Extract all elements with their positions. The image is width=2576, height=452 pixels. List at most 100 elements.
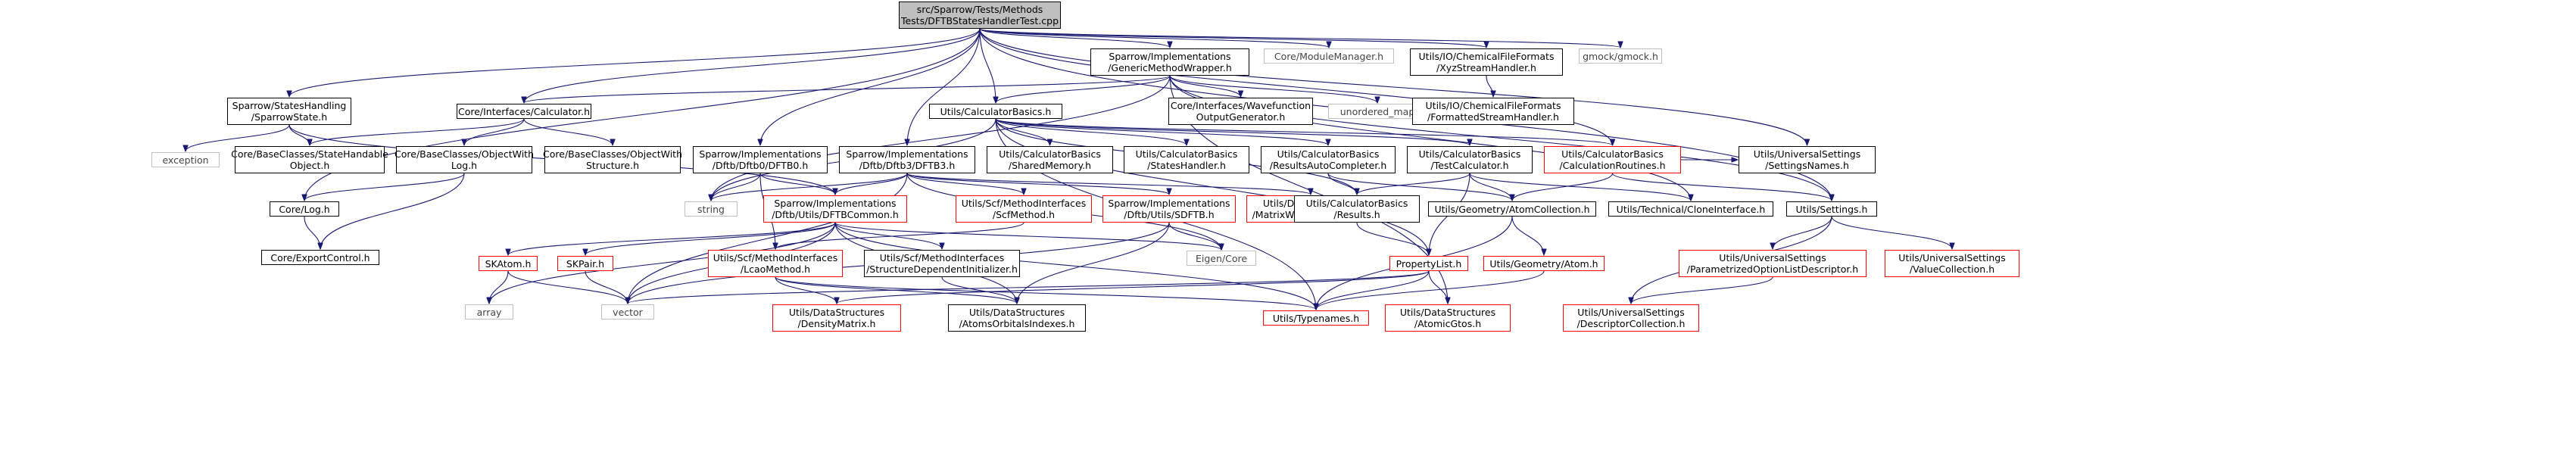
edge-sparrowstate-to-exception: [186, 124, 290, 151]
node-proplist[interactable]: PropertyList.h: [1389, 256, 1468, 271]
node-label-line: string: [697, 203, 725, 215]
node-label-line: Core/Log.h: [279, 203, 330, 215]
node-testcalc[interactable]: Utils/CalculatorBasics/TestCalculator.h: [1407, 146, 1533, 173]
node-label-line: /SparrowState.h: [251, 111, 328, 123]
edge-gmw-to-calcbasics: [996, 75, 1171, 103]
node-results[interactable]: Utils/CalculatorBasics/Results.h: [1294, 195, 1420, 223]
node-typenames[interactable]: Utils/Typenames.h: [1263, 310, 1369, 326]
node-settings[interactable]: Utils/Settings.h: [1786, 201, 1877, 217]
edge-root-to-calcif: [524, 28, 981, 103]
node-label-line: Utils/DataStructures: [788, 307, 885, 318]
node-label-line: /SettingsNames.h: [1765, 160, 1849, 171]
node-sparrowstate[interactable]: Sparrow/StatesHandling/SparrowState.h: [227, 98, 351, 125]
edge-sdftb-to-aoi: [1017, 222, 1170, 304]
node-label-line: SKPair.h: [566, 257, 605, 270]
node-exception[interactable]: exception: [151, 152, 220, 167]
edge-calcroutines-to-settings: [1611, 173, 1832, 201]
node-atomicgtos[interactable]: Utils/DataStructures/AtomicGtos.h: [1385, 304, 1511, 332]
node-gmock[interactable]: gmock/gmock.h: [1579, 48, 1662, 64]
node-label-line: Core/Interfaces/Wavefunction: [1170, 100, 1311, 111]
node-sharedmem[interactable]: Utils/CalculatorBasics/SharedMemory.h: [987, 146, 1113, 173]
node-label-line: Core/Interfaces/Calculator.h: [457, 105, 591, 117]
node-label-line: /ScfMethod.h: [992, 209, 1056, 220]
node-label-line: /ResultsAutoCompleter.h: [1269, 160, 1387, 171]
edge-root-to-calcbasics: [979, 28, 996, 103]
node-calcif[interactable]: Core/Interfaces/Calculator.h: [457, 104, 591, 119]
node-clone[interactable]: Utils/Technical/CloneInterface.h: [1608, 201, 1773, 217]
node-label-line: /ValueCollection.h: [1909, 263, 1995, 275]
node-lcao[interactable]: Utils/Scf/MethodInterfaces/LcaoMethod.h: [708, 250, 843, 277]
node-skatom[interactable]: SKAtom.h: [479, 256, 538, 271]
node-label-line: /Dftb/Utils/DFTBCommon.h: [772, 209, 899, 220]
node-fsh[interactable]: Utils/IO/ChemicalFileFormats/FormattedSt…: [1412, 98, 1574, 125]
node-label-line: src/Sparrow/Tests/Methods: [916, 4, 1043, 15]
node-sdftb[interactable]: Sparrow/Implementations/Dftb/Utils/SDFTB…: [1102, 195, 1236, 223]
node-label-line: Utils/CalculatorBasics: [1561, 148, 1664, 160]
node-dftb3[interactable]: Sparrow/Implementations/Dftb/Dftb3/DFTB3…: [839, 146, 975, 173]
node-stateshandler[interactable]: Utils/CalculatorBasics/StatesHandler.h: [1124, 146, 1249, 173]
edge-root-to-calcroutines: [979, 28, 1613, 145]
node-eigen[interactable]: Eigen/Core: [1187, 251, 1256, 266]
node-label-line: Utils/CalculatorBasics: [1277, 148, 1380, 160]
node-array[interactable]: array: [465, 304, 513, 320]
node-label-line: /Results.h: [1333, 209, 1380, 220]
node-skpair[interactable]: SKPair.h: [557, 256, 613, 271]
node-calcbasics[interactable]: Utils/CalculatorBasics.h: [929, 104, 1062, 119]
node-geomatom[interactable]: Utils/Geometry/Atom.h: [1483, 256, 1605, 271]
edge-root-to-gmw: [979, 28, 1170, 48]
node-dftbcommon[interactable]: Sparrow/Implementations/Dftb/Utils/DFTBC…: [763, 195, 907, 223]
node-label-line: Core/BaseClasses/ObjectWith: [543, 148, 682, 160]
node-resauto[interactable]: Utils/CalculatorBasics/ResultsAutoComple…: [1261, 146, 1396, 173]
edge-calcbasics-to-testcalc: [995, 118, 1470, 145]
node-label-line: Utils/CalculatorBasics: [1418, 148, 1521, 160]
edge-dftb3-to-string: [711, 173, 908, 201]
node-densmat[interactable]: Utils/DataStructures/DensityMatrix.h: [772, 304, 901, 332]
node-label-line: Structure.h: [585, 160, 640, 171]
edge-settings-to-podl: [1773, 216, 1832, 249]
node-calcroutines[interactable]: Utils/CalculatorBasics/CalculationRoutin…: [1544, 146, 1681, 173]
node-xyz[interactable]: Utils/IO/ChemicalFileFormats/XyzStreamHa…: [1410, 48, 1563, 76]
node-gmw[interactable]: Sparrow/Implementations/GenericMethodWra…: [1090, 48, 1249, 76]
edge-proplist-to-typenames: [1316, 270, 1430, 310]
node-exportctl[interactable]: Core/ExportControl.h: [261, 250, 379, 265]
edge-skatom-to-array: [489, 270, 509, 304]
node-label-line: Utils/UniversalSettings: [1898, 252, 2006, 263]
edge-gmw-to-calcif: [524, 75, 1171, 103]
edge-dftbcommon-to-sdi: [834, 222, 942, 249]
node-scfmethod[interactable]: Utils/Scf/MethodInterfaces/ScfMethod.h: [956, 195, 1092, 223]
node-podl[interactable]: Utils/UniversalSettings/ParametrizedOpti…: [1679, 250, 1867, 277]
edge-dftb0-to-dftbcommon: [759, 173, 835, 195]
node-sdi[interactable]: Utils/Scf/MethodInterfaces/StructureDepe…: [864, 250, 1020, 277]
edge-dftbcommon-to-typenames: [834, 222, 1316, 310]
edge-dftb3-to-sdftb: [906, 173, 1169, 195]
node-label-line: Utils/Scf/MethodInterfaces: [713, 252, 838, 263]
node-label-line: /GenericMethodWrapper.h: [1108, 62, 1232, 73]
node-label-line: Utils/Technical/CloneInterface.h: [1616, 203, 1766, 215]
node-string[interactable]: string: [685, 201, 738, 217]
node-vector[interactable]: vector: [601, 304, 654, 320]
node-desccoll[interactable]: Utils/UniversalSettings/DescriptorCollec…: [1563, 304, 1699, 332]
node-label-line: /StatesHandler.h: [1147, 160, 1226, 171]
node-label-line: unordered_map: [1339, 105, 1415, 117]
node-valcoll[interactable]: Utils/UniversalSettings/ValueCollection.…: [1885, 250, 2019, 277]
node-label-line: Utils/Scf/MethodInterfaces: [879, 252, 1005, 263]
node-label-line: Utils/CalculatorBasics.h: [940, 105, 1052, 117]
node-settingsnames[interactable]: Utils/UniversalSettings/SettingsNames.h: [1739, 146, 1876, 173]
edge-dftb3-to-dftbcommon: [835, 173, 908, 195]
node-aoi[interactable]: Utils/DataStructures/AtomsOrbitalsIndexe…: [948, 304, 1086, 332]
node-modmgr[interactable]: Core/ModuleManager.h: [1264, 48, 1394, 64]
node-corelog[interactable]: Core/Log.h: [270, 201, 339, 217]
node-atomcoll[interactable]: Utils/Geometry/AtomCollection.h: [1428, 201, 1596, 217]
node-dftb0[interactable]: Sparrow/Implementations/Dftb/Dftb0/DFTB0…: [693, 146, 828, 173]
node-label-line: /DescriptorCollection.h: [1576, 318, 1686, 329]
edge-dftbcommon-to-skpair: [585, 222, 836, 255]
edge-calcbasics-to-sharedmem: [995, 118, 1050, 145]
node-label-line: /Dftb/Dftb3/DFTB3.h: [859, 160, 956, 171]
node-umap[interactable]: unordered_map: [1328, 104, 1427, 119]
